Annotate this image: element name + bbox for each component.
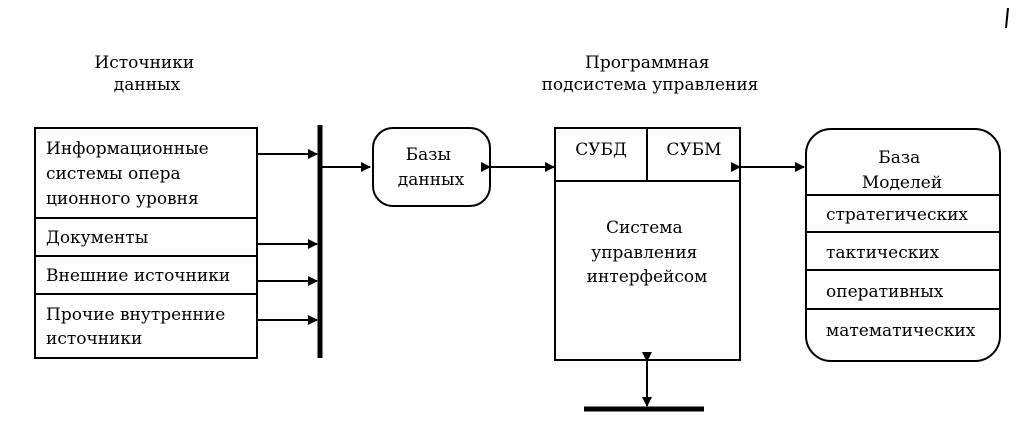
databases-box: Базы данных (372, 127, 491, 207)
data-sources-panel: Информационные системы опера ционного ур… (34, 127, 258, 359)
model-item-strategic: стратегических (826, 205, 968, 225)
program-subsystem-title: Программная подсистема управления (542, 53, 759, 95)
sources-title: Источники данных (94, 53, 199, 95)
databases-label: Базы данных (398, 145, 465, 190)
source-item-documents: Документы (46, 228, 148, 248)
source-item-other-internal-sources: Прочие внутренние источники (46, 305, 231, 349)
model-item-operational: оперативных (826, 282, 944, 302)
edge-mark (1005, 7, 1009, 29)
control-subsystem-box: СУБД СУБМ Система управления интерфейсом (554, 127, 741, 361)
dbms-label: СУБД (575, 140, 627, 160)
model-item-tactical: тактических (826, 243, 940, 263)
source-item-external-sources: Внешние источники (46, 266, 230, 286)
model-item-mathematical: математических (826, 321, 976, 341)
model-base-box: База Моделей стратегических тактических … (805, 128, 1001, 362)
source-item-information-systems: Информационные системы опера ционного ур… (46, 139, 214, 209)
model-base-title: База Моделей (862, 148, 942, 193)
interface-control-label: Система управления интерфейсом (587, 218, 708, 287)
mbms-label: СУБМ (666, 140, 721, 160)
